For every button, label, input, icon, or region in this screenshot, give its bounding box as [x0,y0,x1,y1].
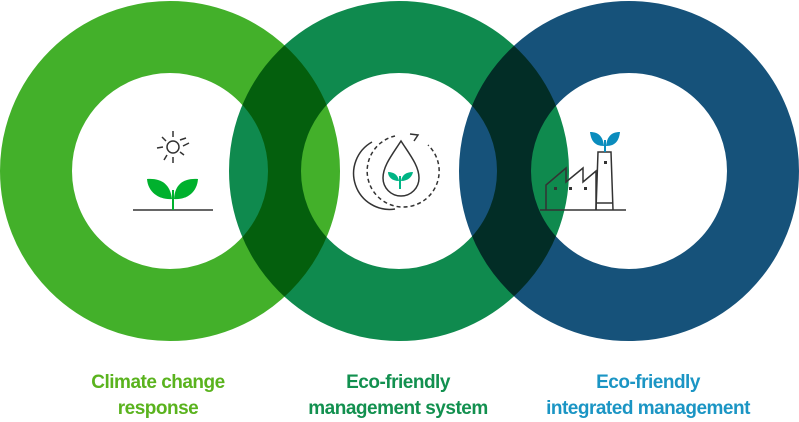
sprout-icon [147,178,198,210]
label-eco-friendly-integrated-management: Eco-friendly integrated management [518,370,778,422]
eco-ring [229,1,569,341]
sprout-icon [388,172,413,189]
label-line: Eco-friendly [596,372,700,393]
label-climate-change-response: Climate change response [28,370,288,422]
factory-windows [554,161,607,190]
label-line: Climate change [91,372,225,393]
integrated-ring [459,1,799,341]
factory-sprout-icon [540,151,626,211]
sprout-icon [590,132,620,152]
label-eco-friendly-management-system: Eco-friendly management system [268,370,528,422]
water-drop-cycle-icon [352,133,440,211]
label-line: integrated management [546,398,750,419]
label-line: Eco-friendly [346,372,450,393]
climate-ring [0,1,340,341]
label-line: management system [308,398,488,419]
label-line: response [117,398,199,419]
